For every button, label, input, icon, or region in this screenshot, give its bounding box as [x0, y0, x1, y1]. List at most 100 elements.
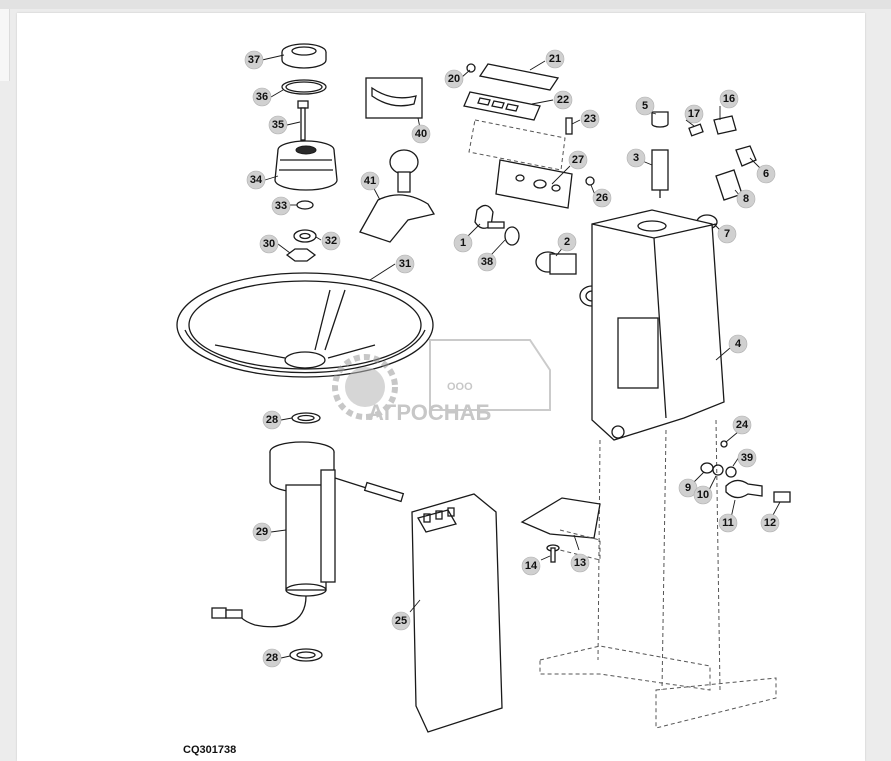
callout-39: 39 — [737, 448, 757, 468]
callout-number: 23 — [584, 113, 596, 125]
callout-number: 12 — [764, 517, 776, 529]
callout-circle — [360, 171, 380, 191]
callout-6: 6 — [756, 164, 776, 184]
callout-circle — [262, 410, 282, 430]
callout-circle — [693, 485, 713, 505]
callout-8: 8 — [736, 189, 756, 209]
watermark-prefix: ООО — [447, 381, 473, 393]
key-part-1 — [474, 204, 505, 229]
screw-part-17 — [688, 123, 704, 137]
callout-circle — [568, 150, 588, 170]
callout-circle — [736, 189, 756, 209]
callout-number: 32 — [325, 235, 337, 247]
callout-circle — [246, 170, 266, 190]
callout-circle — [737, 448, 757, 468]
callout-number: 35 — [272, 119, 284, 131]
callout-1: 1 — [453, 233, 473, 253]
callout-circle — [521, 556, 541, 576]
ring-part-38 — [504, 226, 520, 246]
callout-circle — [592, 188, 612, 208]
callout-number: 21 — [549, 53, 561, 65]
callout-circle — [557, 232, 577, 252]
tower-housing-part-4 — [539, 209, 777, 729]
callout-number: 6 — [763, 168, 769, 180]
screw-part-20 — [466, 63, 476, 73]
callout-28: 28 — [262, 648, 282, 668]
callout-circle — [391, 611, 411, 631]
callout-23: 23 — [580, 109, 600, 129]
callout-circle — [395, 254, 415, 274]
callout-number: 16 — [723, 93, 735, 105]
dash-panel-part-27 — [468, 119, 573, 209]
screw-part-24 — [720, 440, 728, 448]
screw-part-26 — [585, 176, 595, 186]
pin-part-23 — [565, 117, 573, 135]
callout-circle — [268, 115, 288, 135]
callout-number: 20 — [448, 73, 460, 85]
callout-number: 30 — [263, 238, 275, 250]
callout-circle — [717, 224, 737, 244]
callout-number: 27 — [572, 154, 584, 166]
steering-column-part-29 — [211, 441, 405, 628]
callout-number: 11 — [722, 517, 734, 529]
callout-34: 34 — [246, 170, 266, 190]
horn-cap-part-37 — [281, 43, 327, 69]
washer-part-10 — [712, 464, 724, 476]
callout-11: 11 — [718, 513, 738, 533]
snap-ring-part-36 — [281, 79, 327, 95]
steering-wheel-part-31 — [176, 272, 434, 378]
callout-24: 24 — [732, 415, 752, 435]
callout-number: 7 — [724, 228, 730, 240]
bushing-part-28-upper — [291, 412, 321, 424]
callout-number: 34 — [250, 174, 263, 186]
cover-part-5 — [651, 111, 669, 128]
callout-37: 37 — [244, 50, 264, 70]
callout-number: 40 — [415, 128, 427, 140]
callout-number: 24 — [736, 419, 749, 431]
company-watermark: ООО АГРОСНАБ — [332, 339, 551, 425]
callout-number: 5 — [642, 100, 648, 112]
callout-31: 31 — [395, 254, 415, 274]
callout-number: 22 — [557, 94, 569, 106]
callout-36: 36 — [252, 87, 272, 107]
callout-13: 13 — [570, 553, 590, 573]
callout-circle — [252, 87, 272, 107]
callout-circle — [444, 69, 464, 89]
callout-4: 4 — [728, 334, 748, 354]
callout-40: 40 — [411, 124, 431, 144]
callout-number: 1 — [460, 237, 466, 249]
screw-part-14 — [546, 544, 560, 563]
callout-14: 14 — [521, 556, 541, 576]
callout-circle — [545, 49, 565, 69]
callout-circle — [719, 89, 739, 109]
callout-circle — [553, 90, 573, 110]
callout-circle — [262, 648, 282, 668]
nut-part-32 — [293, 229, 317, 243]
connector-part-16 — [713, 115, 737, 135]
callout-number: 17 — [688, 108, 700, 120]
callout-number: 28 — [266, 414, 278, 426]
callout-circle — [732, 415, 752, 435]
callout-number: 4 — [735, 338, 742, 350]
bolt-part-12 — [773, 491, 791, 503]
callout-number: 25 — [395, 615, 407, 627]
knob-part-41 — [359, 149, 436, 243]
callout-number: 26 — [596, 192, 608, 204]
callout-28: 28 — [262, 410, 282, 430]
callout-number: 2 — [564, 236, 570, 248]
window-top-bar — [0, 0, 891, 9]
callout-number: 28 — [266, 652, 278, 664]
clip-part-11 — [725, 479, 763, 499]
callout-circle — [760, 513, 780, 533]
cap-part-6 — [735, 145, 757, 167]
callout-circle — [252, 522, 272, 542]
callout-circle — [321, 231, 341, 251]
bolt-part-35 — [297, 100, 309, 141]
callout-number: 37 — [248, 54, 260, 66]
callout-22: 22 — [553, 90, 573, 110]
callout-27: 27 — [568, 150, 588, 170]
callout-circle — [626, 148, 646, 168]
bushing-part-28-lower — [289, 648, 323, 662]
callout-32: 32 — [321, 231, 341, 251]
